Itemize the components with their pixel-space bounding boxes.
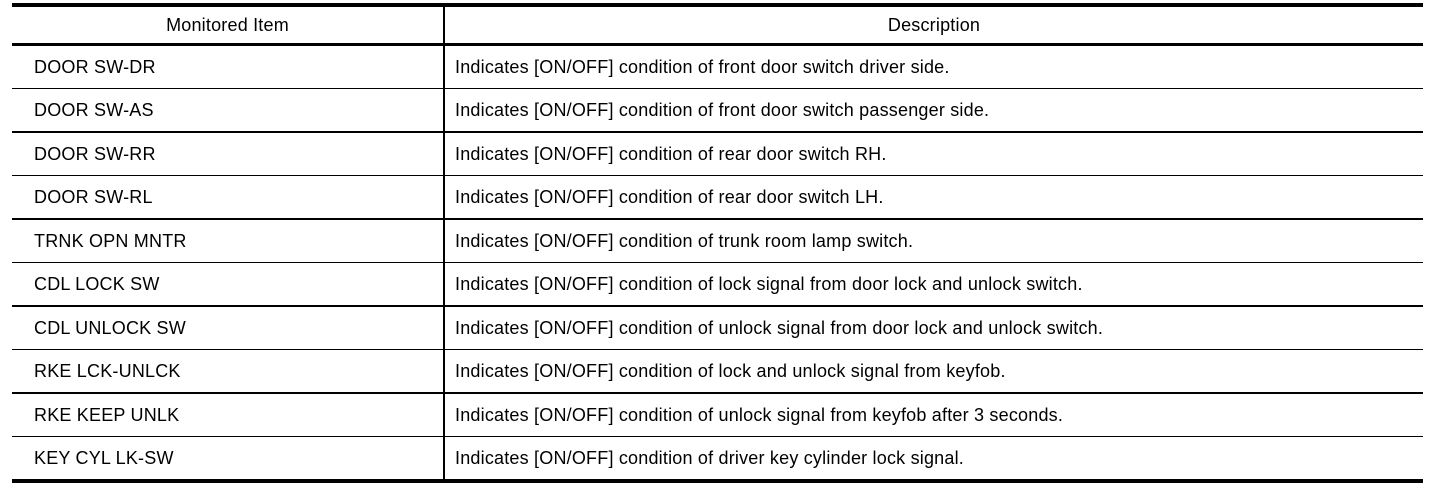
monitored-item-cell: RKE KEEP UNLK	[12, 393, 445, 437]
table-row: CDL UNLOCK SW Indicates [ON/OFF] conditi…	[12, 306, 1423, 350]
description-cell: Indicates [ON/OFF] condition of lock and…	[455, 360, 1006, 381]
monitored-item-cell: DOOR SW-AS	[12, 88, 445, 132]
monitored-item-cell: KEY CYL LK-SW	[12, 436, 445, 481]
description-cell: Indicates [ON/OFF] condition of rear doo…	[455, 186, 884, 207]
description-cell: Indicates [ON/OFF] condition of rear doo…	[455, 143, 887, 164]
monitored-item-cell: CDL UNLOCK SW	[12, 306, 445, 350]
monitored-item-cell: DOOR SW-RL	[12, 175, 445, 219]
table-row: TRNK OPN MNTR Indicates [ON/OFF] conditi…	[12, 219, 1423, 263]
table-row: RKE KEEP UNLK Indicates [ON/OFF] conditi…	[12, 393, 1423, 437]
monitored-item-cell: DOOR SW-DR	[12, 44, 445, 89]
table-header-description: Description	[444, 5, 1423, 46]
table-row: KEY CYL LK-SW Indicates [ON/OFF] conditi…	[12, 436, 1423, 481]
table-row: DOOR SW-RR Indicates [ON/OFF] condition …	[12, 132, 1423, 176]
description-cell: Indicates [ON/OFF] condition of trunk ro…	[455, 230, 914, 251]
table-row: RKE LCK-UNLCK Indicates [ON/OFF] conditi…	[12, 349, 1423, 393]
description-cell: Indicates [ON/OFF] condition of front do…	[455, 99, 990, 120]
table-row: DOOR SW-AS Indicates [ON/OFF] condition …	[12, 88, 1423, 132]
table-row: DOOR SW-DR Indicates [ON/OFF] condition …	[12, 44, 1423, 89]
table-row: CDL LOCK SW Indicates [ON/OFF] condition…	[12, 262, 1423, 306]
description-cell: Indicates [ON/OFF] condition of driver k…	[455, 447, 964, 468]
monitored-item-cell: DOOR SW-RR	[12, 132, 445, 176]
monitored-item-cell: CDL LOCK SW	[12, 262, 445, 306]
description-cell: Indicates [ON/OFF] condition of front do…	[455, 56, 950, 77]
description-cell: Indicates [ON/OFF] condition of unlock s…	[455, 404, 1064, 425]
table-header-monitored-item: Monitored Item	[12, 5, 445, 46]
description-cell: Indicates [ON/OFF] condition of lock sig…	[455, 273, 1083, 294]
monitored-items-table: Monitored Item Description DOOR SW-DR In…	[12, 3, 1423, 483]
table-header-row: Monitored Item Description	[12, 5, 1423, 46]
monitored-item-cell: RKE LCK-UNLCK	[12, 349, 445, 393]
description-cell: Indicates [ON/OFF] condition of unlock s…	[455, 317, 1104, 338]
table-row: DOOR SW-RL Indicates [ON/OFF] condition …	[12, 175, 1423, 219]
monitored-item-cell: TRNK OPN MNTR	[12, 219, 445, 263]
